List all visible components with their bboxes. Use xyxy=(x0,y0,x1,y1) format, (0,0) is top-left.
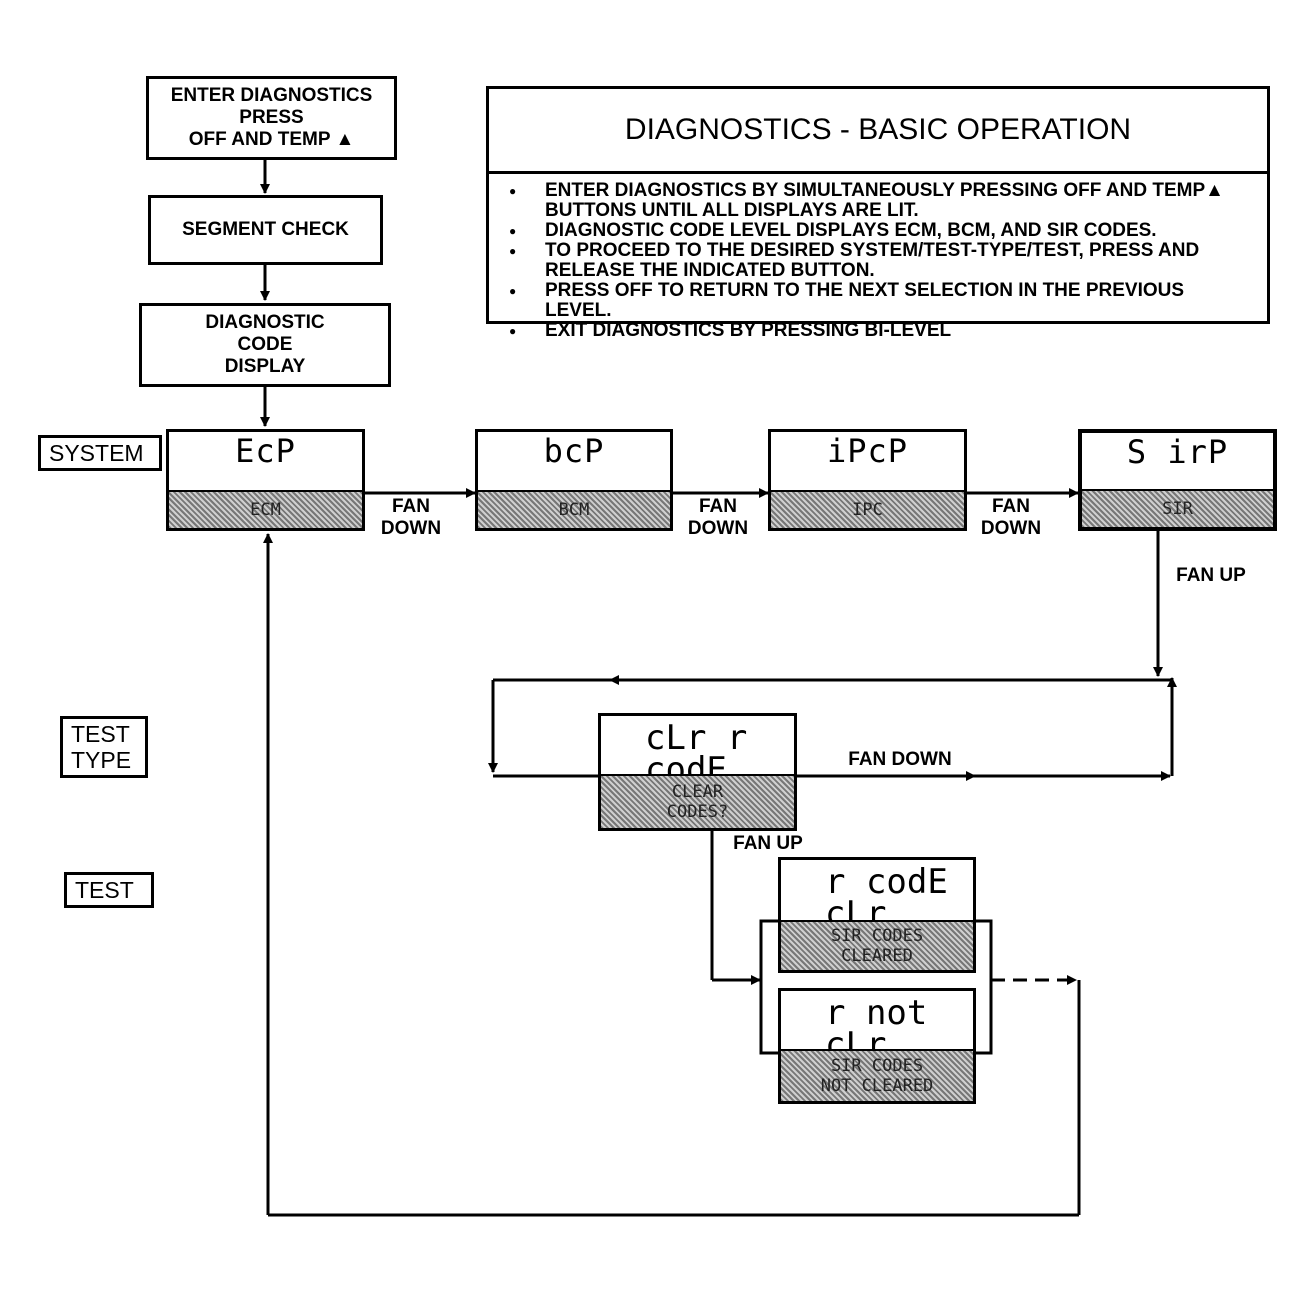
diagnostic-code-display-box: DIAGNOSTIC CODE DISPLAY xyxy=(139,303,391,387)
label-line: FAN xyxy=(992,496,1030,517)
caption-line: SIR CODES xyxy=(830,926,924,946)
label-line: DOWN xyxy=(380,518,442,539)
diag-line3: DISPLAY xyxy=(224,356,306,377)
level-test-tag: TEST xyxy=(64,872,154,908)
lcd-text: S irP xyxy=(1126,433,1229,471)
info-bullet: EXIT DIAGNOSTICS BY PRESSING BI-LEVEL xyxy=(509,321,1247,342)
caption-line: SIR CODES xyxy=(830,1056,924,1076)
lcd-line1: r codE xyxy=(825,862,948,902)
caption-line: NOT CLEARED xyxy=(820,1076,934,1096)
info-bullets: ENTER DIAGNOSTICS BY SIMULTANEOUSLY PRES… xyxy=(509,181,1247,342)
segment-check-box: SEGMENT CHECK xyxy=(148,195,383,265)
fan-down-label-test: FAN DOWN xyxy=(848,749,952,770)
enter-line3-wrap: OFF AND TEMP ▲ xyxy=(189,129,355,151)
display-caption: IPC xyxy=(771,490,964,528)
lcd-text: iPcP xyxy=(826,432,909,470)
info-title: DIAGNOSTICS - BASIC OPERATION xyxy=(489,89,1267,174)
display-caption: SIR CODES NOT CLEARED xyxy=(781,1049,973,1101)
test-type-line2: TYPE xyxy=(71,747,132,773)
diag-line1: DIAGNOSTIC xyxy=(205,312,325,333)
fan-down-label-2: FAN DOWN xyxy=(683,496,753,540)
diag-line2: CODE xyxy=(237,334,293,355)
display-caption: SIR CODES CLEARED xyxy=(781,920,973,970)
enter-diagnostics-box: ENTER DIAGNOSTICS PRESS OFF AND TEMP ▲ xyxy=(146,76,397,160)
info-bullet: DIAGNOSTIC CODE LEVEL DISPLAYS ECM, BCM,… xyxy=(509,221,1247,242)
test-display-codes-not-cleared: r not cLr SIR CODES NOT CLEARED xyxy=(778,988,976,1104)
fan-down-label-1: FAN DOWN xyxy=(376,496,446,540)
enter-line2: PRESS xyxy=(239,107,304,128)
caption-line: CODES? xyxy=(666,802,729,822)
display-caption: BCM xyxy=(478,490,670,528)
system-display-ipc: iPcP IPC xyxy=(768,429,967,531)
display-caption: SIR xyxy=(1082,489,1273,527)
info-bullet: ENTER DIAGNOSTICS BY SIMULTANEOUSLY PRES… xyxy=(509,181,1247,221)
enter-line3: OFF AND TEMP xyxy=(188,129,331,150)
label-line: DOWN xyxy=(980,518,1042,539)
test-type-line1: TEST xyxy=(71,721,130,747)
triangle-up-icon: ▲ xyxy=(335,129,355,150)
lcd-text: bcP xyxy=(543,432,605,470)
lcd-text: EcP xyxy=(235,432,296,470)
segment-check-label: SEGMENT CHECK xyxy=(182,219,349,240)
lcd-line1: r not xyxy=(825,993,928,1033)
label-line: FAN xyxy=(699,496,737,517)
basic-operation-info-box: DIAGNOSTICS - BASIC OPERATION ENTER DIAG… xyxy=(486,86,1270,341)
lcd-line1: cLr r xyxy=(645,718,748,758)
test-type-display-clear-codes: cLr r codE CLEAR CODES? xyxy=(598,713,797,831)
display-caption: ECM xyxy=(169,490,362,528)
fan-up-label-sir: FAN UP xyxy=(1176,565,1246,586)
level-test-type-tag: TEST TYPE xyxy=(60,716,148,778)
test-display-codes-cleared: r codE cLr SIR CODES CLEARED xyxy=(778,857,976,973)
label-line: DOWN xyxy=(687,518,749,539)
caption-line: CLEARED xyxy=(841,946,913,966)
system-display-bcm: bcP BCM xyxy=(475,429,673,531)
enter-line1: ENTER DIAGNOSTICS xyxy=(170,85,373,106)
level-system-tag: SYSTEM xyxy=(38,435,162,471)
info-bullet: PRESS OFF TO RETURN TO THE NEXT SELECTIO… xyxy=(509,281,1247,321)
info-bullet: TO PROCEED TO THE DESIRED SYSTEM/TEST-TY… xyxy=(509,241,1247,281)
label-line: FAN xyxy=(392,496,430,517)
caption-line: CLEAR xyxy=(671,782,724,802)
display-caption: CLEAR CODES? xyxy=(601,774,794,828)
fan-up-label-test: FAN UP xyxy=(733,833,803,854)
fan-down-label-3: FAN DOWN xyxy=(976,496,1046,540)
system-display-ecm: EcP ECM xyxy=(166,429,365,531)
system-display-sir: S irP SIR xyxy=(1078,429,1277,531)
